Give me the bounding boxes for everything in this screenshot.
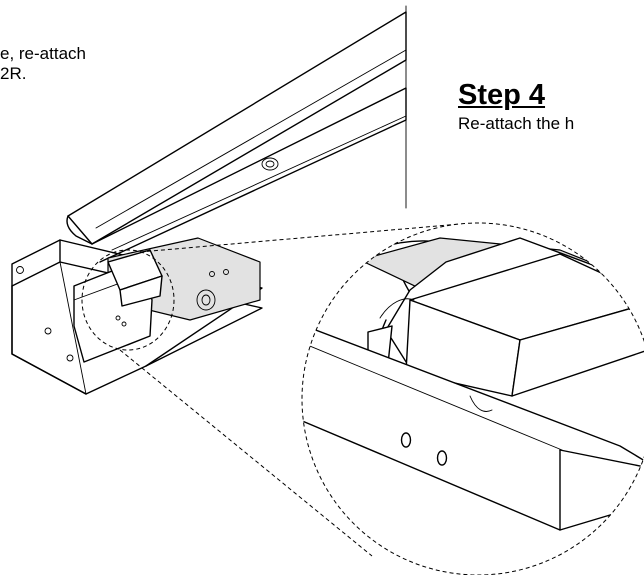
previous-step-text-line-2: 2R. [0,64,27,83]
screw-hole-icon [115,315,121,321]
previous-step-text-line-1: e, re-attach [0,44,86,63]
detail-focus-circle [81,249,175,351]
mounting-hole-icon [66,354,74,362]
hinge-mount [73,237,261,363]
step-instruction: Re-attach the h [458,114,575,133]
screw-hole-icon [436,450,448,466]
screw-hole-icon [121,321,127,327]
step-heading: Step 4 [458,79,546,111]
upper-beam [66,5,407,263]
screw-hole-icon [400,432,412,448]
mounting-hole-icon [16,266,24,274]
leader-line [119,349,373,557]
enlarged-detail-view [301,222,644,575]
leader-line [139,223,461,253]
mounting-hole-icon [44,327,52,335]
